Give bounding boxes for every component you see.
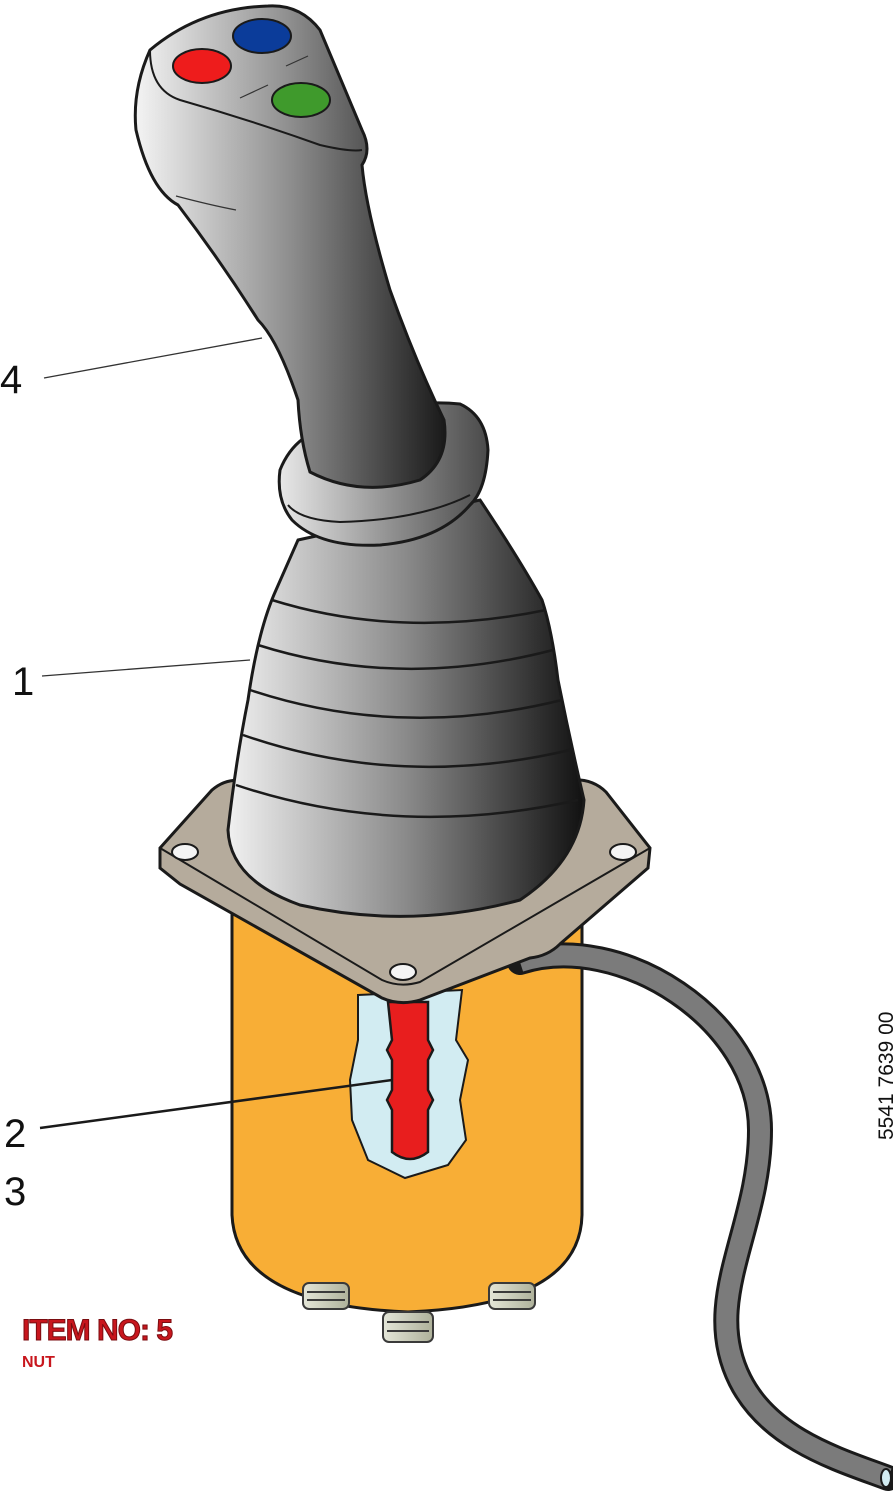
callout-4: 4 — [0, 358, 23, 402]
cable-end — [880, 1468, 892, 1488]
nut-group — [302, 1282, 536, 1343]
callout-2: 2 — [4, 1112, 27, 1156]
boot-ridges — [235, 598, 579, 819]
callout-3: 3 — [4, 1170, 27, 1214]
green-button[interactable] — [271, 82, 331, 118]
leader-line-1 — [41, 659, 251, 677]
item-number-label: ITEM NO: 5 — [21, 1314, 173, 1347]
leader-line-2 — [39, 1078, 393, 1130]
item-name-label: NUT — [22, 1354, 55, 1371]
drawing-number: 5541 7639 00 — [875, 1011, 893, 1140]
red-button[interactable] — [172, 48, 232, 84]
rubber-boot — [226, 498, 586, 918]
callout-1: 1 — [12, 660, 35, 704]
shaft — [385, 1000, 435, 1161]
leader-line-4 — [43, 337, 263, 379]
blue-button[interactable] — [232, 18, 292, 54]
flange-holes — [171, 843, 637, 981]
handle — [133, 4, 447, 489]
